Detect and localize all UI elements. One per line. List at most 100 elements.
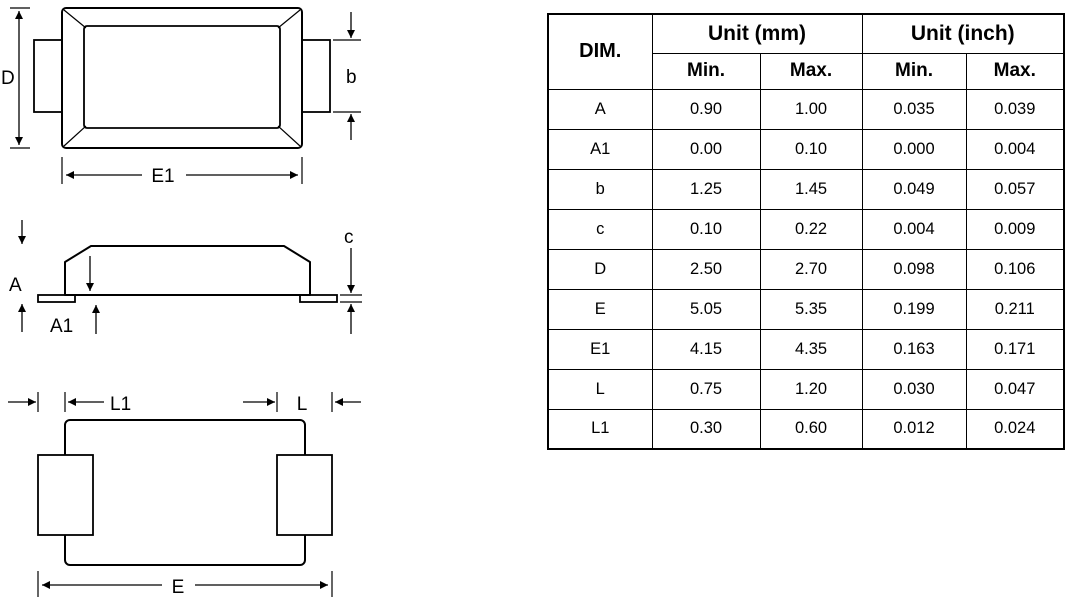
dim-E: E <box>37 571 333 598</box>
cell-dim: b <box>547 168 653 210</box>
cell-mm-max: 0.10 <box>759 128 863 170</box>
cell-inch-max: 0.211 <box>965 288 1065 330</box>
cell-inch-max: 0.047 <box>965 368 1065 410</box>
cell-dim: c <box>547 208 653 250</box>
corner-bevel <box>277 125 301 147</box>
dimension-table-wrap: DIM. Unit (mm) Unit (inch) Min. Max. Min… <box>547 13 1065 450</box>
table-header-row-minmax: Min. Max. Min. Max. <box>548 52 1065 90</box>
header-unit-inch: Unit (inch) <box>861 13 1065 54</box>
dim-E1: E1 <box>61 157 303 187</box>
right-lead-foot <box>299 294 338 303</box>
cell-mm-max: 5.35 <box>759 288 863 330</box>
right-terminal-tab <box>301 39 331 113</box>
cell-inch-min: 0.098 <box>861 248 967 290</box>
body-bottom-outline <box>64 419 306 566</box>
dim-label-L1: L1 <box>110 394 131 415</box>
cell-inch-min: 0.163 <box>861 328 967 370</box>
left-pad <box>37 454 94 536</box>
cell-mm-max: 0.22 <box>759 208 863 250</box>
dim-label-E: E <box>172 577 185 598</box>
cell-dim: L1 <box>547 408 653 450</box>
corner-bevel <box>63 9 87 29</box>
left-terminal-tab <box>33 39 63 113</box>
dim-D: D <box>1 7 30 149</box>
cell-mm-min: 0.30 <box>651 408 761 450</box>
cell-dim: D <box>547 248 653 290</box>
cell-inch-max: 0.009 <box>965 208 1065 250</box>
cell-inch-max: 0.106 <box>965 248 1065 290</box>
cell-inch-min: 0.000 <box>861 128 967 170</box>
header-mm-min: Min. <box>651 52 761 90</box>
top-view: D b E1 <box>1 7 361 187</box>
cell-inch-max: 0.004 <box>965 128 1065 170</box>
dim-label-A1: A1 <box>50 316 73 337</box>
dim-A1: A1 <box>50 256 100 337</box>
dim-b: b <box>333 12 361 140</box>
right-pad <box>276 454 333 536</box>
cell-inch-min: 0.049 <box>861 168 967 210</box>
cell-inch-min: 0.030 <box>861 368 967 410</box>
dim-label-c: c <box>344 227 354 248</box>
cell-mm-min: 4.15 <box>651 328 761 370</box>
cell-mm-min: 1.25 <box>651 168 761 210</box>
dim-L: L <box>243 392 361 415</box>
header-dim: DIM. <box>547 13 653 90</box>
cell-dim: A1 <box>547 128 653 170</box>
dim-label-E1: E1 <box>151 166 174 187</box>
table-header-row-groups: DIM. Unit (mm) Unit (inch) <box>547 13 1065 90</box>
cell-inch-max: 0.057 <box>965 168 1065 210</box>
cell-mm-max: 2.70 <box>759 248 863 290</box>
cell-dim: A <box>547 88 653 130</box>
cell-mm-max: 0.60 <box>759 408 863 450</box>
header-unit-mm: Unit (mm) <box>651 13 863 54</box>
dim-c: c <box>340 227 362 334</box>
cell-inch-max: 0.024 <box>965 408 1065 450</box>
cell-mm-max: 4.35 <box>759 328 863 370</box>
cell-inch-max: 0.039 <box>965 88 1065 130</box>
cell-mm-min: 2.50 <box>651 248 761 290</box>
header-inch-max: Max. <box>965 52 1065 90</box>
dim-A: A <box>9 220 26 332</box>
dim-label-D: D <box>1 68 15 89</box>
cell-inch-min: 0.035 <box>861 88 967 130</box>
cell-mm-max: 1.20 <box>759 368 863 410</box>
cell-mm-min: 0.00 <box>651 128 761 170</box>
cell-inch-min: 0.012 <box>861 408 967 450</box>
corner-bevel <box>63 125 87 147</box>
header-inch-min: Min. <box>861 52 967 90</box>
cell-inch-min: 0.199 <box>861 288 967 330</box>
cell-mm-max: 1.45 <box>759 168 863 210</box>
side-view: A A1 c <box>9 220 362 337</box>
package-views-svg: D b E1 <box>1 7 362 598</box>
cell-dim: E <box>547 288 653 330</box>
bottom-view: L1 L E <box>8 392 361 598</box>
dim-label-A: A <box>9 275 22 296</box>
package-outline-drawing: D b E1 <box>0 0 380 609</box>
dim-label-L: L <box>297 394 308 415</box>
cell-dim: L <box>547 368 653 410</box>
body-top-face <box>83 25 281 129</box>
cell-mm-max: 1.00 <box>759 88 863 130</box>
cell-mm-min: 5.05 <box>651 288 761 330</box>
dimension-table: DIM. Unit (mm) Unit (inch) Min. Max. Min… <box>547 13 1065 450</box>
dim-L1: L1 <box>8 392 131 415</box>
cell-mm-min: 0.75 <box>651 368 761 410</box>
header-mm-max: Max. <box>759 52 863 90</box>
cell-mm-min: 0.10 <box>651 208 761 250</box>
cell-inch-max: 0.171 <box>965 328 1065 370</box>
body-profile <box>64 245 311 296</box>
cell-dim: E1 <box>547 328 653 370</box>
corner-bevel <box>277 9 301 29</box>
cell-mm-min: 0.90 <box>651 88 761 130</box>
left-lead-foot <box>37 294 76 303</box>
